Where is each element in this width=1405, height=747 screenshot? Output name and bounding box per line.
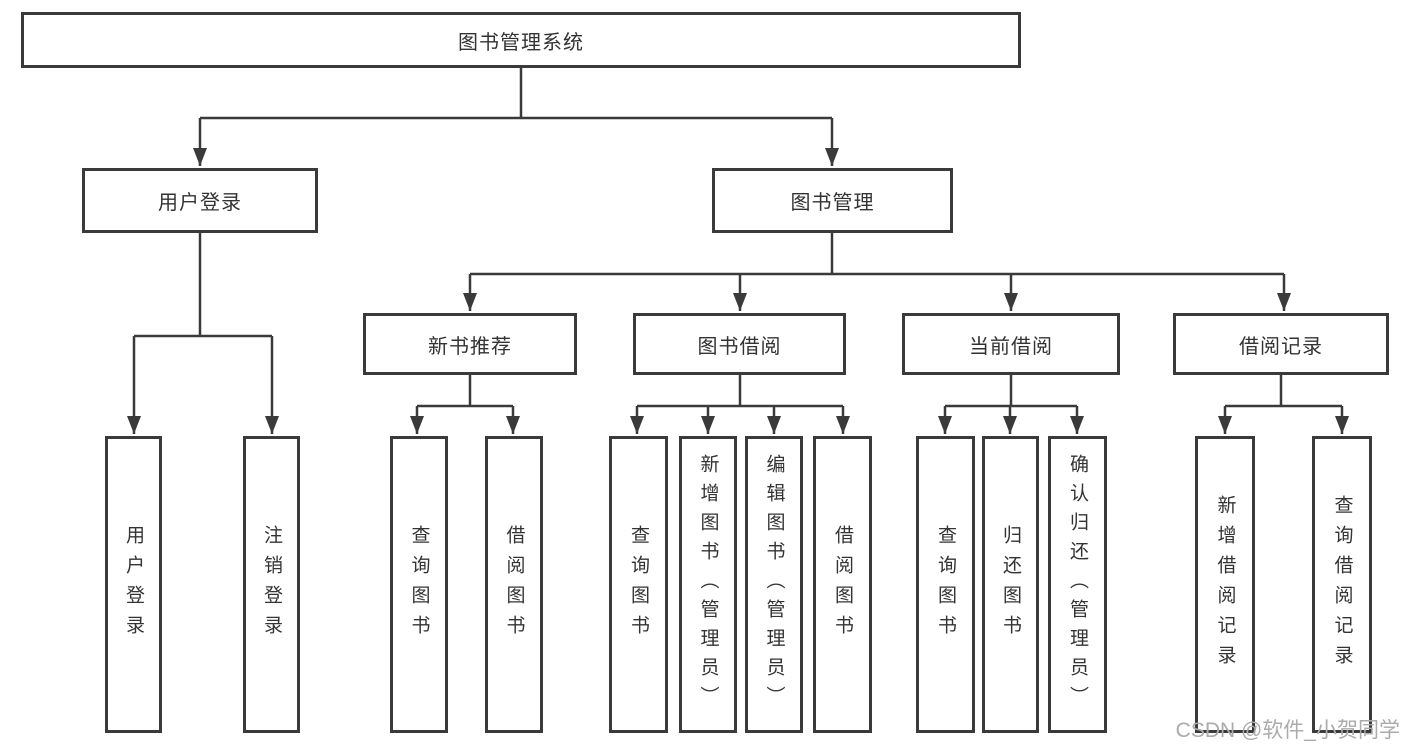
node-book-management: 图书管理 — [712, 168, 953, 233]
leaf-edit-books-admin: 编辑图书（管理员） — [745, 436, 803, 733]
leaf-query-books-borrow: 查询图书 — [609, 436, 668, 733]
node-borrowing-records: 借阅记录 — [1173, 313, 1389, 375]
leaf-logout: 注销登录 — [243, 436, 300, 733]
leaf-query-books-current: 查询图书 — [916, 436, 975, 733]
node-current-borrowing: 当前借阅 — [902, 313, 1120, 375]
node-new-book-recommendation: 新书推荐 — [363, 313, 577, 375]
leaf-query-books-recommend: 查询图书 — [390, 436, 448, 733]
node-user-login: 用户登录 — [82, 168, 318, 233]
leaf-confirm-return-admin: 确认归还（管理员） — [1048, 436, 1107, 733]
leaf-query-borrow-record: 查询借阅记录 — [1312, 436, 1372, 733]
leaf-borrow-books: 借阅图书 — [813, 436, 872, 733]
leaf-add-books-admin: 新增图书（管理员） — [679, 436, 737, 733]
leaf-user-login: 用户登录 — [105, 436, 162, 733]
leaf-borrow-books-recommend: 借阅图书 — [485, 436, 543, 733]
node-library-management-system: 图书管理系统 — [21, 12, 1021, 68]
leaf-add-borrow-record: 新增借阅记录 — [1195, 436, 1255, 733]
leaf-return-books: 归还图书 — [982, 436, 1039, 733]
node-book-borrowing: 图书借阅 — [633, 313, 846, 375]
csdn-watermark: CSDN @软件_小贺同学 — [1175, 719, 1400, 742]
